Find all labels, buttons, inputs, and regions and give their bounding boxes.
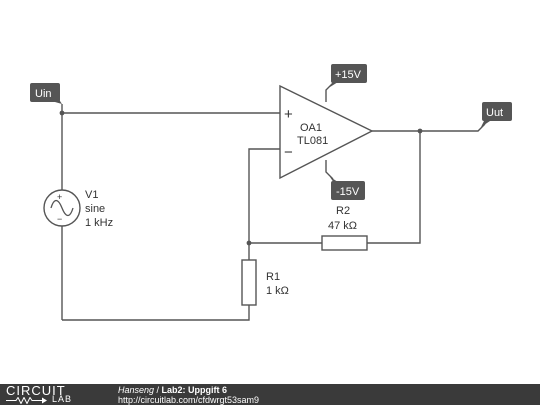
label-vpos-text: +15V [335, 69, 362, 81]
r1-value: 1 kΩ [266, 285, 289, 297]
label-uin-text: Uin [35, 88, 52, 100]
v1-minus-sign: − [57, 214, 62, 224]
label-uin: Uin [30, 83, 62, 104]
footer-separator: / [154, 385, 162, 395]
logo-resistor-icon [6, 397, 47, 404]
footer-credit: Hanseng / Lab2: Uppgift 6 [118, 385, 259, 395]
junction-feedback [246, 240, 252, 246]
circuit-schematic: + − OA1 TL081 + − V1 sine 1 kHz R1 1 kΩ … [30, 64, 512, 321]
label-uut-text: Uut [486, 107, 503, 119]
wire-r2-to-output [367, 131, 421, 244]
logo-top-text: CIRCUIT [6, 383, 66, 398]
label-vpos: +15V [330, 64, 367, 87]
r2-resistor [321, 235, 368, 251]
footer-url[interactable]: http://circuitlab.com/cfdwrgt53sam9 [118, 395, 260, 405]
circuitlab-logo: CIRCUIT LAB [4, 383, 114, 405]
r2-name: R2 [336, 205, 350, 217]
opamp-symbol [279, 84, 374, 180]
footer-title: Lab2: Uppgift 6 [161, 385, 228, 395]
v1-frequency: 1 kHz [85, 217, 113, 229]
r1-name: R1 [266, 271, 280, 283]
wire-vpos [325, 82, 334, 102]
v1-name: V1 [85, 189, 98, 201]
wire-vneg [325, 160, 334, 180]
sine-wave-icon [50, 199, 74, 217]
opamp-minus-sign: − [284, 144, 293, 161]
opamp-name: OA1 [300, 122, 322, 134]
logo-bottom-text: LAB [52, 394, 73, 404]
label-vneg-text: -15V [336, 186, 360, 198]
label-uut: Uut [481, 102, 512, 127]
v1-type: sine [85, 203, 105, 215]
r2-value: 47 kΩ [328, 220, 357, 232]
r1-resistor [241, 259, 257, 306]
v1-plus-sign: + [57, 192, 62, 202]
footer-bar: CIRCUIT LAB Hanseng / Lab2: Uppgift 6 ht… [0, 383, 540, 405]
junction-output [417, 128, 423, 134]
label-vneg: -15V [330, 177, 365, 200]
footer-meta: Hanseng / Lab2: Uppgift 6 http://circuit… [118, 385, 259, 405]
wire-minus-feedback [248, 148, 280, 243]
opamp-model: TL081 [297, 135, 328, 147]
junction-uin [59, 110, 65, 116]
footer-author: Hanseng [118, 385, 155, 395]
opamp-plus-sign: + [284, 106, 293, 123]
wire-output [372, 123, 486, 132]
wire-bottom [62, 305, 250, 321]
